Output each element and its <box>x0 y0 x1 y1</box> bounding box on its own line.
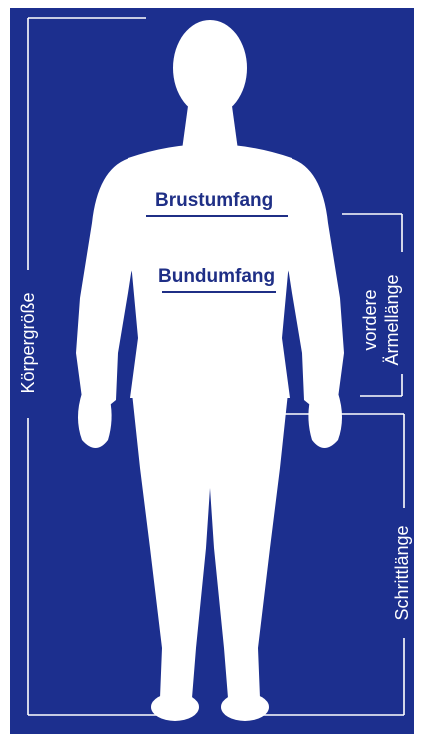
height-label: Körpergröße <box>17 276 39 410</box>
sleeve-label-line2: Ärmellänge <box>381 265 403 375</box>
right-hand <box>308 393 342 448</box>
head <box>173 20 247 116</box>
sleeve-label-line1: vordere <box>359 265 381 375</box>
measurement-diagram: Brustumfang Bundumfang Körpergröße vorde… <box>10 8 414 734</box>
left-leg <box>132 393 214 698</box>
waist-label: Bundumfang <box>158 266 275 288</box>
inseam-label: Schrittlänge <box>391 508 413 638</box>
right-leg <box>206 393 288 698</box>
diagram-graphics <box>10 8 414 734</box>
right-arm <box>282 158 344 413</box>
left-arm <box>76 158 138 413</box>
neck <box>182 106 238 150</box>
left-hand <box>78 393 112 448</box>
chest-label: Brustumfang <box>155 190 273 212</box>
body-silhouette <box>76 20 344 721</box>
left-foot <box>151 693 199 721</box>
right-foot <box>221 693 269 721</box>
sleeve-label: vordere Ärmellänge <box>359 265 403 375</box>
